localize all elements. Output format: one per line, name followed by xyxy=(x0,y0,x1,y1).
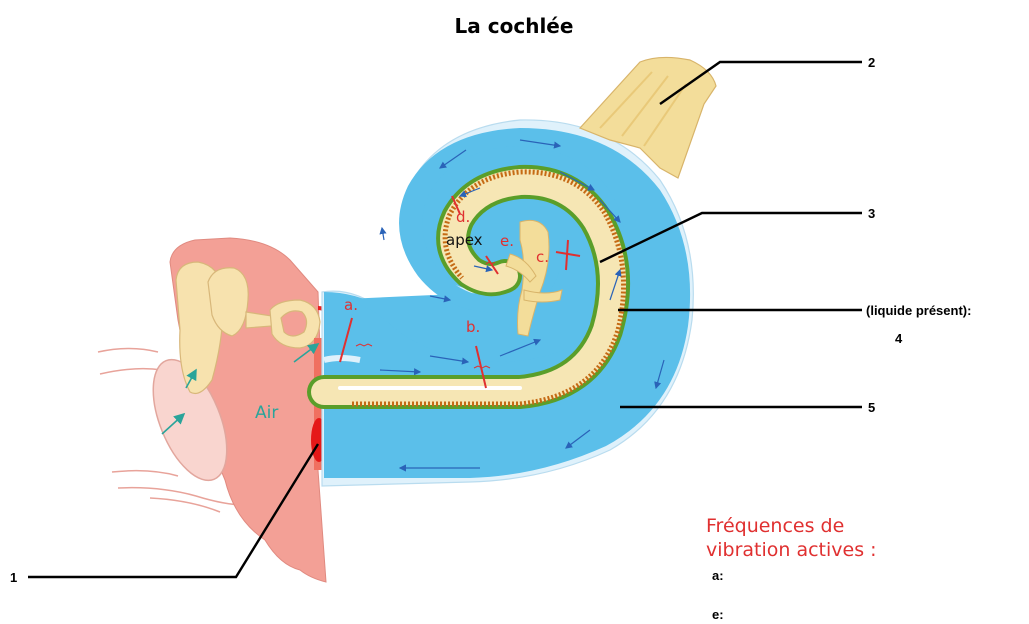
callout-5: 5 xyxy=(868,400,875,415)
label-d: d. xyxy=(456,208,470,226)
callout-2: 2 xyxy=(868,55,875,70)
frequency-e-label: e: xyxy=(712,607,724,622)
callout-4-note: (liquide présent): xyxy=(866,303,971,318)
label-a: a. xyxy=(344,296,358,314)
frequency-a-label: a: xyxy=(712,568,724,583)
page-title: La cochlée xyxy=(455,14,574,38)
frequency-heading-line1: Fréquences de xyxy=(706,515,844,537)
callout-4: 4 xyxy=(895,331,903,346)
label-air: Air xyxy=(255,403,278,423)
label-b: b. xyxy=(466,318,480,336)
label-e: e. xyxy=(500,232,514,250)
frequency-heading-line2: vibration actives : xyxy=(706,539,877,561)
callout-3: 3 xyxy=(868,206,875,221)
label-c: c. xyxy=(536,248,549,266)
callout-1: 1 xyxy=(10,570,17,585)
label-apex: apex xyxy=(446,231,483,249)
